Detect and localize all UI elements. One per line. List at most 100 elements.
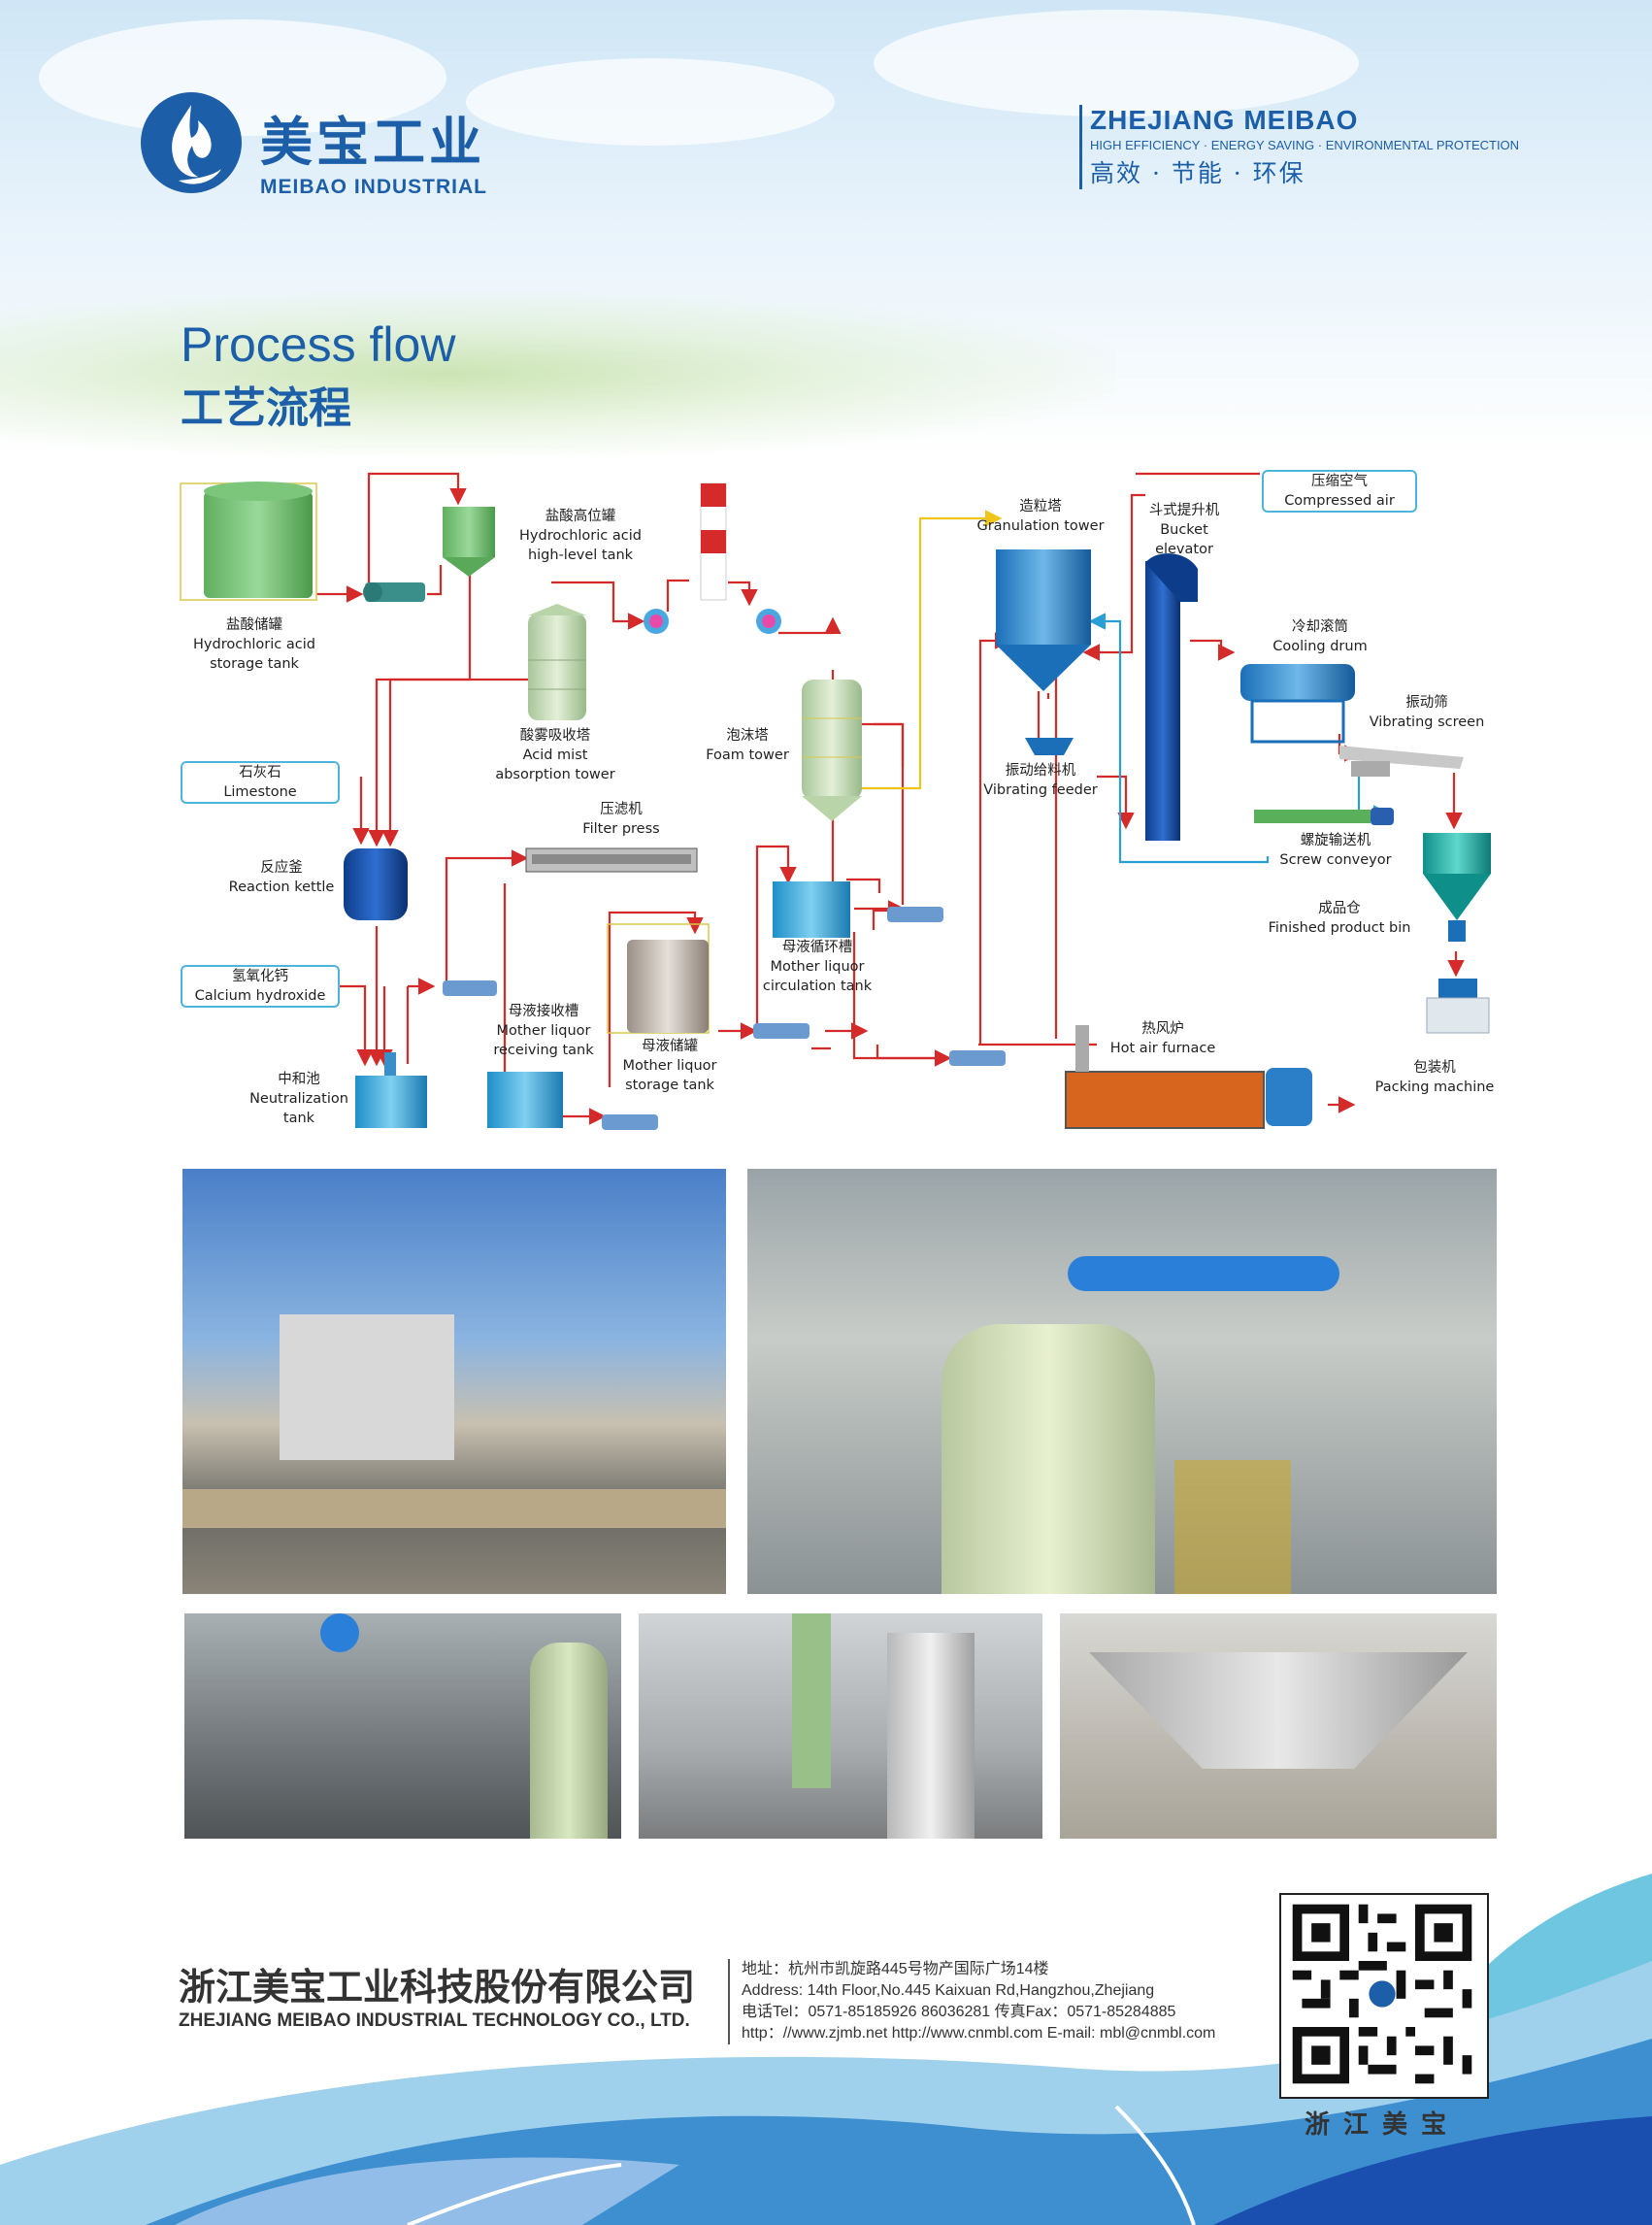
label-bucket: 斗式提升机 Bucket elevator [1149,501,1220,559]
company-name-cn: 浙江美宝工业科技股份有限公司 [179,1966,696,2009]
photo-tank-hall [747,1169,1497,1594]
label-calcium: 氢氧化钙 Calcium hydroxide [181,965,340,1008]
label-line: 盐酸储罐 [226,617,282,633]
neutralization-tank [355,1052,427,1128]
label-line: Screw conveyor [1279,852,1392,868]
chimney [700,482,727,601]
footer-company: 浙江美宝工业科技股份有限公司 ZHEJIANG MEIBAO INDUSTRIA… [179,1957,695,2032]
brand-subtitle: HIGH EFFICIENCY · ENERGY SAVING · ENVIRO… [1090,138,1520,152]
label-circulation: 母液循环槽 Mother liquor circulation tank [763,938,872,996]
label-line: Packing machine [1374,1079,1495,1095]
label-line: 盐酸高位罐 [545,509,616,524]
label-foam: 泡沫塔 Foam tower [706,726,789,765]
web-email: http：//www.zjmb.net http://www.cnmbl.com… [742,2025,1216,2042]
label-receiving: 母液接收槽 Mother liquor receiving tank [493,1002,593,1060]
pump-icon [443,980,497,996]
label-hcl-high: 盐酸高位罐 Hydrochloric acid high-level tank [519,507,642,565]
cloud-decoration [466,58,835,146]
section-title: Process flow 工艺流程 [181,316,455,435]
label-vib-feeder: 振动给料机 Vibrating feeder [983,761,1097,800]
label-line: 振动筛 [1405,695,1448,711]
vibrating-screen [1339,746,1464,777]
company-name-en: ZHEJIANG MEIBAO INDUSTRIAL TECHNOLOGY CO… [179,2010,690,2031]
fan-icon [644,609,669,634]
label-line: Filter press [582,821,660,837]
label-line: Foam tower [706,747,789,763]
finished-product-bin [1423,833,1491,942]
label-line: 泡沫塔 [726,728,769,744]
label-reaction: 反应釜 Reaction kettle [229,858,335,897]
label-line: Hot air furnace [1109,1041,1216,1056]
label-line: Hydrochloric acid [193,637,315,652]
label-line: 氢氧化钙 [232,969,288,984]
brand-title: ZHEJIANG MEIBAO [1090,105,1359,135]
address-cn: 地址：杭州市凯旋路445号物产国际广场14楼 [742,1961,1049,1977]
pump-icon [887,907,943,922]
label-line: high-level tank [527,548,634,563]
label-hcl-storage: 盐酸储罐 Hydrochloric acid storage tank [193,615,315,674]
receiving-tank [487,1072,563,1128]
brand-cn: 高效 · 节能 · 环保 [1090,159,1305,187]
hcl-storage-tank [180,482,317,601]
bucket-elevator [1145,553,1198,841]
photo-pipe-rack [184,1613,621,1839]
label-granulation: 造粒塔 Granulation tower [976,497,1104,536]
label-packing: 包装机 Packing machine [1375,1058,1495,1097]
label-line: 冷却滚筒 [1291,619,1348,635]
hot-air-furnace [1065,1025,1312,1129]
label-line: 包装机 [1413,1060,1456,1076]
pump-icon [753,1023,809,1039]
photo-plant-exterior [182,1169,726,1594]
label-line: Calcium hydroxide [194,988,326,1004]
filter-press [525,847,698,873]
label-line: Mother liquor [496,1023,591,1039]
label-acid-mist: 酸雾吸收塔 Acid mist absorption tower [495,726,614,784]
label-line: absorption tower [495,767,615,782]
label-filter: 压滤机 Filter press [582,800,659,839]
company-logo [140,91,243,198]
qr-code-icon [1283,1895,1481,2093]
label-vib-screen: 振动筛 Vibrating screen [1370,693,1485,732]
hcl-high-level-tank [443,507,495,577]
photo-tower-room [639,1613,1042,1839]
section-title-en: Process flow [181,317,456,372]
foam-tower [802,680,862,821]
label-line: Mother liquor [622,1058,717,1074]
photo-cone-bottom [1060,1613,1497,1839]
label-line: 振动给料机 [1005,763,1076,779]
label-line: Limestone [223,784,297,800]
landscape-decoration [0,291,1116,456]
circulation-tank [773,881,850,938]
screw-conveyor [1254,808,1394,825]
label-line: circulation tank [762,979,873,994]
label-line: elevator [1155,542,1213,557]
pump-icon [363,582,425,602]
label-line: Granulation tower [976,518,1105,534]
label-storage: 母液储罐 Mother liquor storage tank [622,1037,716,1095]
label-line: receiving tank [493,1043,594,1058]
label-line: 母液储罐 [641,1039,698,1054]
logo-wordmark: 美宝工业 MEIBAO INDUSTRIAL [260,99,487,199]
label-line: Vibrating screen [1369,714,1485,730]
label-line: Reaction kettle [228,880,335,895]
label-line: 中和池 [278,1072,320,1087]
label-line: 压缩空气 [1311,474,1368,489]
process-flow-diagram [180,472,1491,1130]
cloud-decoration [874,10,1359,116]
footer-wave-decoration [0,1874,1652,2225]
label-hot-air: 热风炉 Hot air furnace [1110,1019,1216,1058]
qr-label: 浙江美宝 [1304,2110,1460,2140]
label-line: Acid mist [522,747,588,763]
cooling-drum [1240,664,1355,744]
contact-info: 地址：杭州市凯旋路445号物产国际广场14楼 Address: 14th Flo… [728,1959,1215,2044]
brand-block: ZHEJIANG MEIBAO HIGH EFFICIENCY · ENERGY… [1079,105,1519,189]
label-product-bin: 成品仓 Finished product bin [1269,899,1411,938]
label-line: Mother liquor [770,959,865,975]
label-line: 热风炉 [1141,1021,1184,1037]
label-line: Vibrating feeder [983,782,1098,798]
label-line: storage tank [210,656,299,672]
packing-machine [1426,979,1490,1034]
label-line: Compressed air [1284,493,1395,509]
qr-code [1279,1893,1489,2099]
label-line: 成品仓 [1318,901,1361,916]
